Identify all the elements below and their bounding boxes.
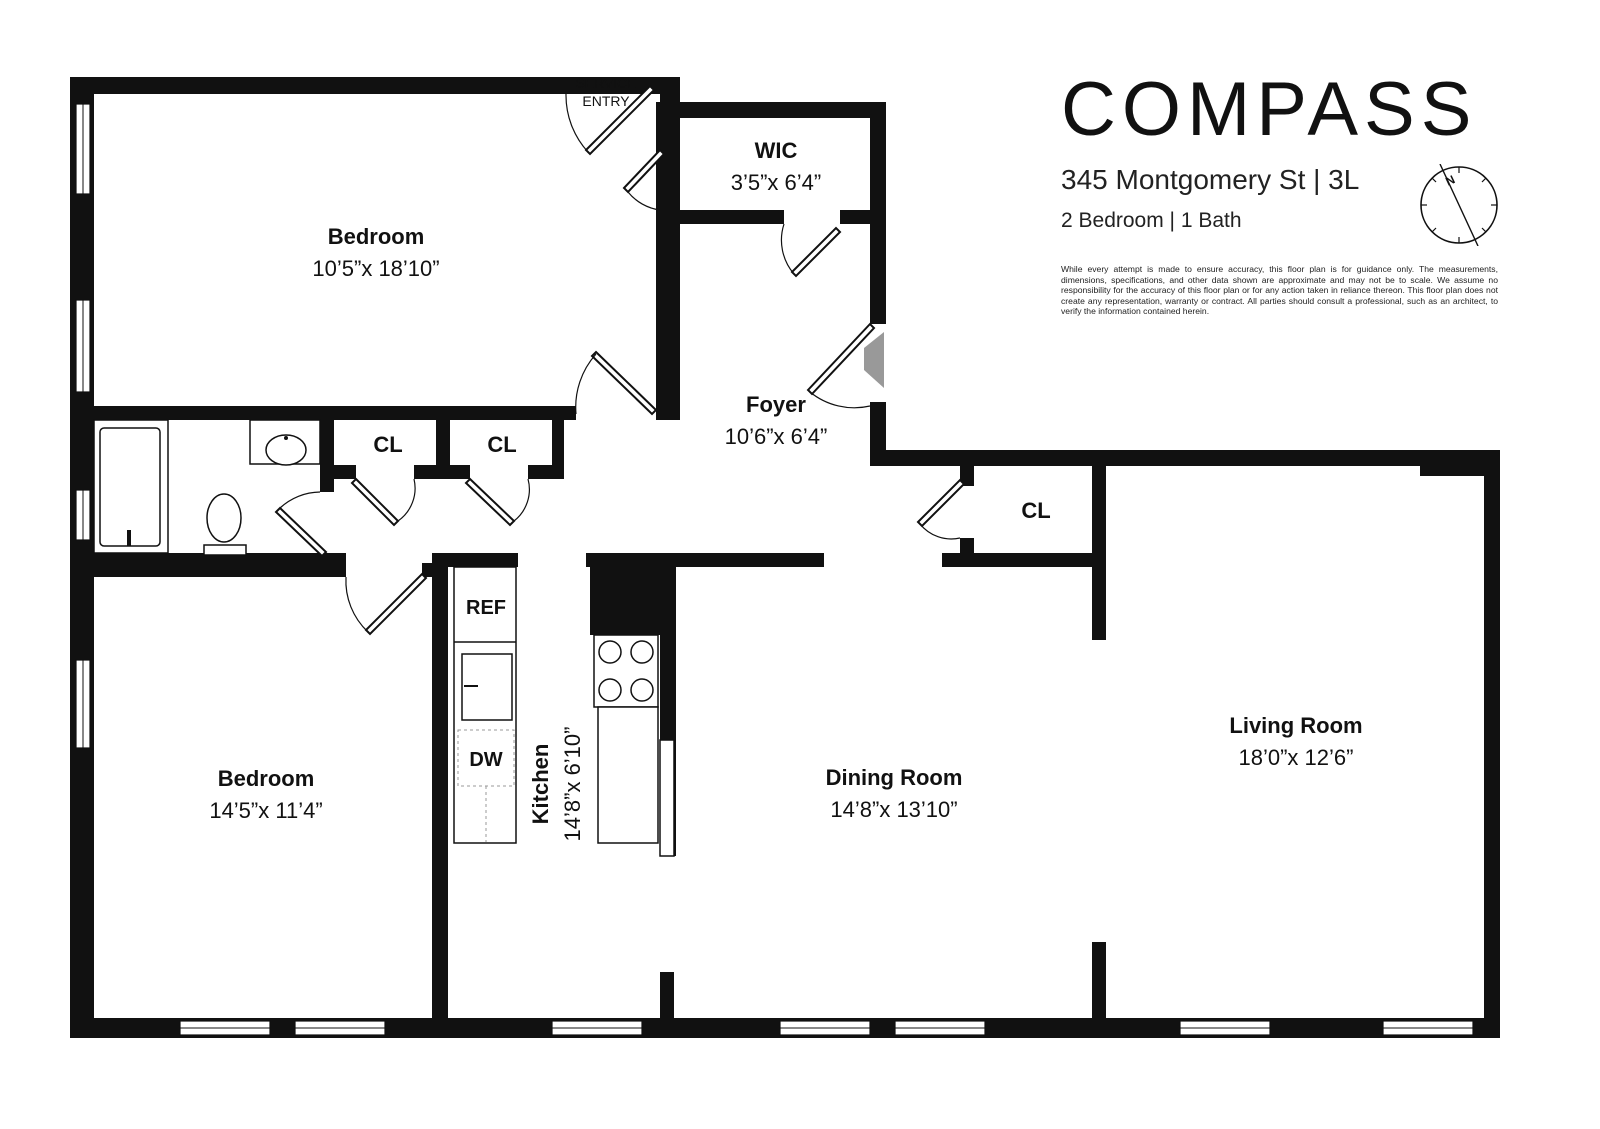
closet-1-label: CL	[373, 432, 402, 457]
bath-fixtures	[93, 419, 321, 556]
closet-3-label: CL	[1021, 498, 1050, 523]
service-entry-label-2: ENTRY	[582, 93, 630, 109]
doors	[274, 84, 966, 636]
wic-dims: 3’5”x 6’4”	[731, 170, 821, 195]
listing-summary: 2 Bedroom | 1 Bath	[1061, 209, 1242, 232]
service-entry-label-1: SERVICE	[575, 75, 636, 91]
ref-label: REF	[466, 597, 506, 619]
entry-marker	[864, 332, 884, 388]
living-name: Living Room	[1229, 713, 1362, 738]
closet-2-label: CL	[487, 432, 516, 457]
bedroom-bottom-dims: 14’5”x 11’4”	[209, 798, 322, 823]
north-arrow-icon: N	[1420, 164, 1498, 246]
kitchen-dims: 14’8”x 6’10”	[560, 727, 585, 842]
foyer-dims: 10’6”x 6’4”	[725, 424, 828, 449]
bedroom-bottom-name: Bedroom	[218, 766, 315, 791]
kitchen-name: Kitchen	[528, 744, 553, 825]
bedroom-top-dims: 10’5”x 18’10”	[312, 256, 439, 281]
windows	[75, 103, 1474, 1036]
wic-name: WIC	[755, 138, 798, 163]
dw-label: DW	[469, 749, 502, 771]
room-labels: SERVICE ENTRY Bedroom 10’5”x 18’10” WIC …	[209, 75, 1362, 841]
foyer-name: Foyer	[746, 392, 806, 417]
compass-logo: COMPASS	[1061, 67, 1478, 152]
kitchen-fixtures	[453, 566, 675, 857]
dining-dims: 14’8”x 13’10”	[830, 797, 957, 822]
walls	[70, 77, 1500, 1038]
bedroom-top-name: Bedroom	[328, 224, 425, 249]
living-dims: 18’0”x 12’6”	[1239, 745, 1354, 770]
north-label: N	[1443, 172, 1457, 188]
dining-name: Dining Room	[826, 765, 963, 790]
listing-address: 345 Montgomery St | 3L	[1061, 164, 1360, 195]
disclaimer-text: While every attempt is made to ensure ac…	[1061, 264, 1498, 317]
